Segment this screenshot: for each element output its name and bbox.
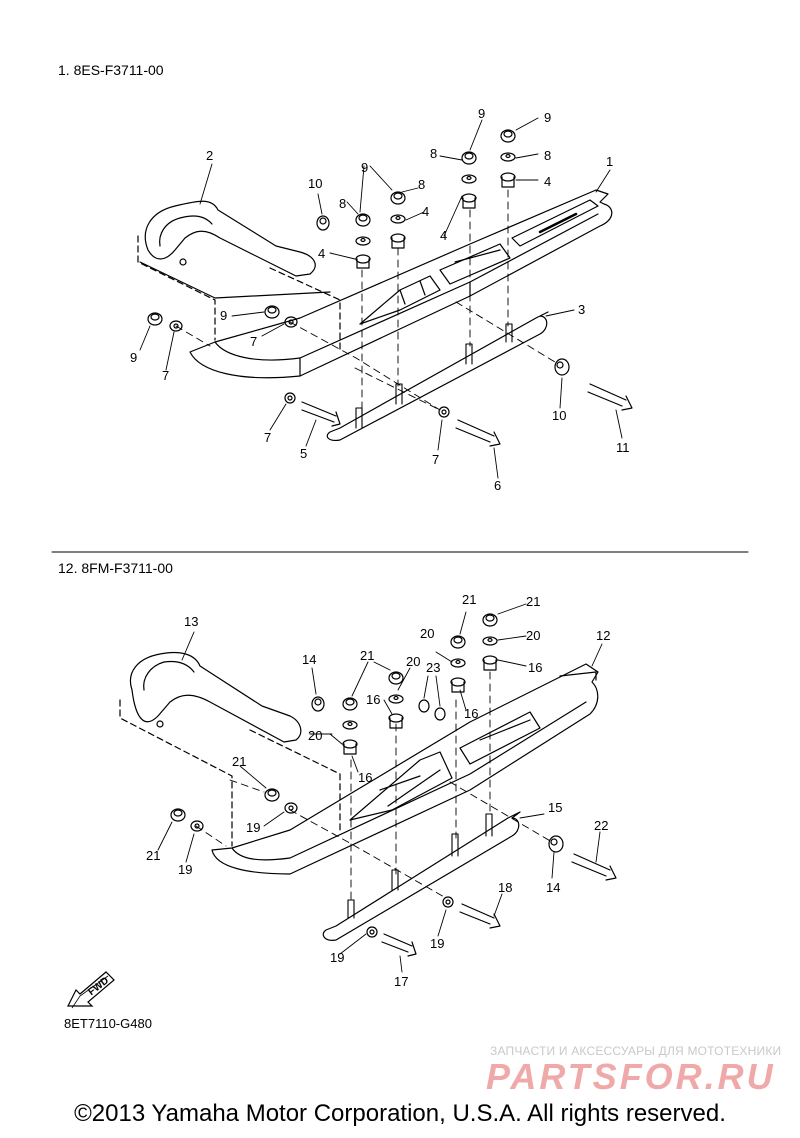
callout-5: 5 bbox=[300, 446, 307, 461]
callout-8: 8 bbox=[418, 177, 425, 192]
callout-7: 7 bbox=[264, 430, 271, 445]
callout-9: 9 bbox=[478, 106, 485, 121]
callout-9: 9 bbox=[220, 308, 227, 323]
callout-21: 21 bbox=[360, 648, 374, 663]
callout-2: 2 bbox=[206, 148, 213, 163]
callout-7: 7 bbox=[250, 334, 257, 349]
callout-21: 21 bbox=[462, 592, 476, 607]
wear-bar-15 bbox=[322, 811, 521, 941]
drawing-code: 8ET7110-G480 bbox=[64, 1016, 152, 1031]
callout-9: 9 bbox=[130, 350, 137, 365]
callout-22: 22 bbox=[594, 818, 608, 833]
callout-4: 4 bbox=[440, 228, 447, 243]
callout-11: 11 bbox=[616, 440, 630, 455]
callout-16: 16 bbox=[528, 660, 542, 675]
callout-4: 4 bbox=[422, 204, 429, 219]
watermark-subtitle: ЗАПЧАСТИ И АКСЕССУАРЫ ДЛЯ МОТОТЕХНИКИ bbox=[490, 1044, 782, 1058]
callout-15: 15 bbox=[548, 800, 562, 815]
callout-8: 8 bbox=[339, 196, 346, 211]
callout-9: 9 bbox=[361, 160, 368, 175]
callout-20: 20 bbox=[406, 654, 420, 669]
handle-13 bbox=[129, 651, 302, 743]
callout-20: 20 bbox=[420, 626, 434, 641]
section-title-12: 12. 8FM-F3711-00 bbox=[58, 560, 173, 576]
callout-21: 21 bbox=[146, 848, 160, 863]
callout-14: 14 bbox=[546, 880, 560, 895]
callout-4: 4 bbox=[318, 246, 325, 261]
callout-19: 19 bbox=[330, 950, 344, 965]
callout-10: 10 bbox=[308, 176, 322, 191]
watermark-logo: PARTSFOR.RU bbox=[486, 1056, 776, 1097]
callout-20: 20 bbox=[308, 728, 322, 743]
bottom-assembly bbox=[119, 603, 617, 973]
leader-lines-top bbox=[139, 117, 623, 479]
callout-6: 6 bbox=[494, 478, 501, 493]
callout-13: 13 bbox=[184, 614, 198, 629]
callout-20: 20 bbox=[526, 628, 540, 643]
callout-4: 4 bbox=[544, 174, 551, 189]
callout-16: 16 bbox=[464, 706, 478, 721]
callout-14: 14 bbox=[302, 652, 316, 667]
callout-19: 19 bbox=[430, 936, 444, 951]
ski-body-12 bbox=[211, 663, 599, 875]
callout-21: 21 bbox=[526, 594, 540, 609]
wear-bar-3 bbox=[326, 311, 549, 441]
callout-23: 23 bbox=[426, 660, 440, 675]
hardware-bottom bbox=[170, 613, 617, 957]
section-title-1: 1. 8ES-F3711-00 bbox=[58, 62, 164, 78]
callout-3: 3 bbox=[578, 302, 585, 317]
callout-8: 8 bbox=[430, 146, 437, 161]
hardware-top bbox=[147, 129, 633, 447]
ski-body-1 bbox=[189, 189, 613, 379]
handle-2 bbox=[144, 200, 316, 277]
callout-19: 19 bbox=[178, 862, 192, 877]
callout-1: 1 bbox=[606, 154, 613, 169]
top-assembly bbox=[137, 117, 633, 479]
fwd-arrow-icon: FWD bbox=[67, 971, 115, 1009]
callout-16: 16 bbox=[358, 770, 372, 785]
callout-8: 8 bbox=[544, 148, 551, 163]
callout-10: 10 bbox=[552, 408, 566, 423]
callout-7: 7 bbox=[162, 368, 169, 383]
callout-7: 7 bbox=[432, 452, 439, 467]
callout-12: 12 bbox=[596, 628, 610, 643]
callout-9: 9 bbox=[544, 110, 551, 125]
callout-numbers-bottom: 12 13 14 14 15 16 16 16 16 17 18 19 19 1… bbox=[146, 592, 610, 989]
callout-19: 19 bbox=[246, 820, 260, 835]
copyright-notice: ©2013 Yamaha Motor Corporation, U.S.A. A… bbox=[74, 1100, 726, 1127]
callout-numbers-top: 1 2 3 4 4 4 4 5 6 7 7 7 7 8 8 8 8 9 9 9 … bbox=[130, 106, 630, 493]
callout-16: 16 bbox=[366, 692, 380, 707]
callout-17: 17 bbox=[394, 974, 408, 989]
callout-18: 18 bbox=[498, 880, 512, 895]
callout-21: 21 bbox=[232, 754, 246, 769]
leader-lines-bottom bbox=[157, 603, 603, 973]
